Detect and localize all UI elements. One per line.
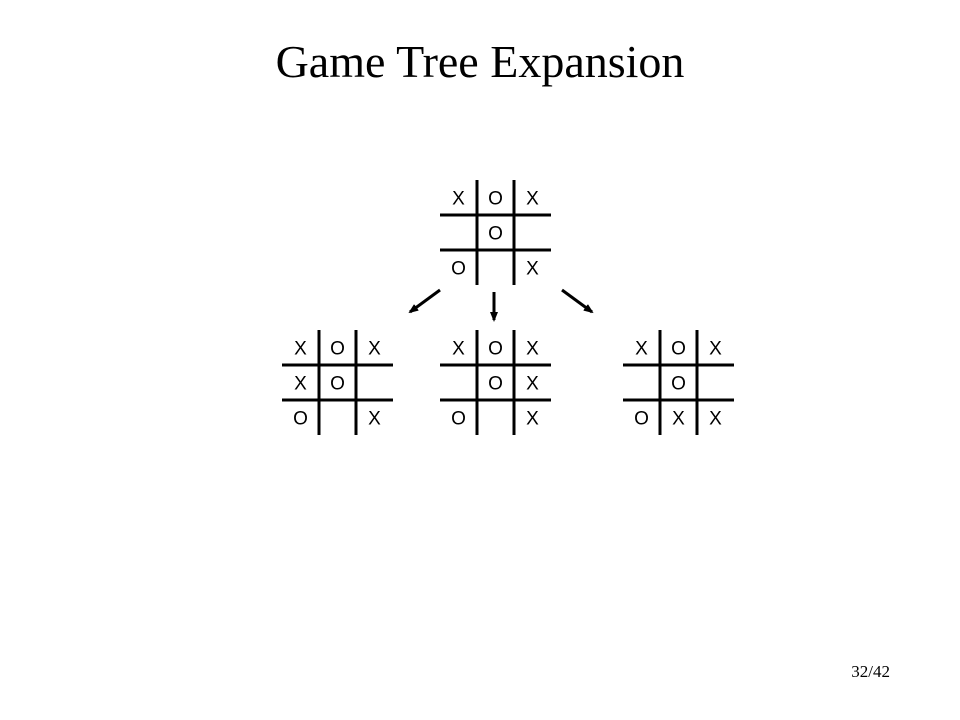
x-mark: X [368, 409, 381, 430]
x-mark: X [526, 339, 539, 360]
x-mark: X [635, 339, 648, 360]
x-mark: X [526, 409, 539, 430]
x-mark: X [526, 259, 539, 280]
edge-arrow-right [561, 288, 594, 314]
x-mark: X [672, 409, 685, 430]
edge-arrow-left [408, 288, 441, 314]
x-mark: X [709, 409, 722, 430]
o-mark: O [671, 339, 686, 360]
o-mark: O [488, 339, 503, 360]
o-mark: O [451, 259, 466, 280]
x-mark: X [452, 189, 465, 210]
slide-title: Game Tree Expansion [275, 36, 685, 87]
o-mark: O [330, 339, 345, 360]
x-mark: X [526, 189, 539, 210]
x-mark: X [526, 374, 539, 395]
tree-edges [408, 288, 594, 322]
x-mark: X [294, 374, 307, 395]
o-mark: O [330, 374, 345, 395]
child-board-2: X O X O X O X [440, 330, 551, 435]
x-mark: X [368, 339, 381, 360]
page-number: 32/42 [851, 662, 890, 681]
x-mark: X [709, 339, 722, 360]
o-mark: O [488, 224, 503, 245]
o-mark: O [634, 409, 649, 430]
x-mark: X [294, 339, 307, 360]
o-mark: O [671, 374, 686, 395]
o-mark: O [293, 409, 308, 430]
x-mark: X [452, 339, 465, 360]
o-mark: O [488, 189, 503, 210]
o-mark: O [488, 374, 503, 395]
o-mark: O [451, 409, 466, 430]
